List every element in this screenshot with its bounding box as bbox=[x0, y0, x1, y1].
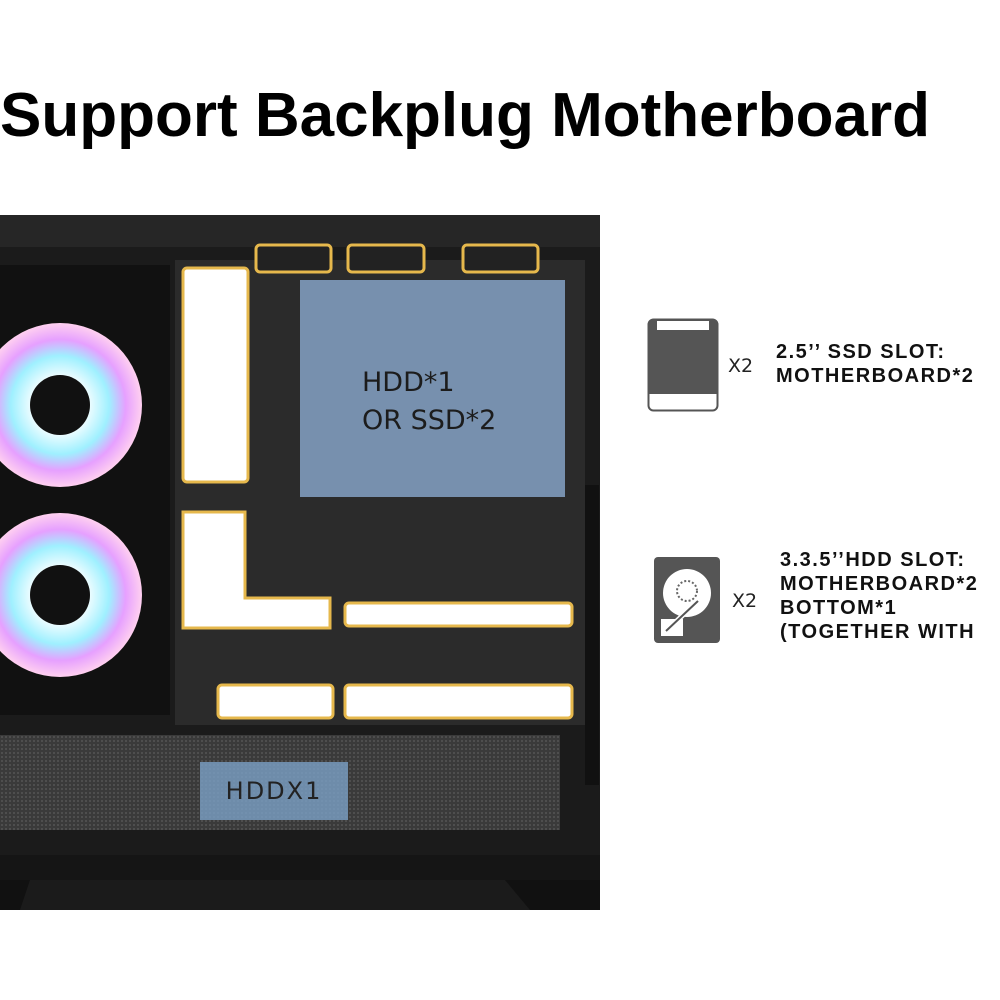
hdd-spec-line: BOTTOM*1 bbox=[780, 597, 898, 619]
ssd-icon bbox=[647, 318, 719, 412]
fan-bottom bbox=[0, 513, 142, 677]
ssd-spec-text: 2.5’’ SSD SLOT: MOTHERBOARD*2 bbox=[776, 340, 974, 388]
hdd-count: X2 bbox=[732, 590, 758, 612]
pc-case-illustration bbox=[0, 215, 600, 910]
fan-top bbox=[0, 323, 142, 487]
page-title: Support Backplug Motherboard bbox=[0, 81, 930, 150]
hdd-spec-line: (TOGETHER WITH bbox=[780, 621, 976, 643]
hdd-spec-line: 3.3.5’’HDD SLOT: bbox=[780, 549, 966, 571]
cable-cutouts bbox=[181, 243, 574, 720]
drive-area-label: HDD*1 OR SSD*2 bbox=[362, 364, 496, 440]
drive-mount-area bbox=[300, 280, 565, 497]
drive-area-line-1: HDD*1 bbox=[362, 367, 455, 398]
hdd-spec-line: MOTHERBOARD*2 bbox=[780, 573, 979, 595]
hdd-icon bbox=[654, 557, 720, 643]
ssd-spec-line: 2.5’’ SSD SLOT: bbox=[776, 341, 946, 363]
bottom-hdd-label: HDDX1 bbox=[200, 762, 348, 820]
ssd-spec-line: MOTHERBOARD*2 bbox=[776, 365, 975, 387]
ssd-count: X2 bbox=[728, 355, 754, 377]
hdd-spec-text: 3.3.5’’HDD SLOT: MOTHERBOARD*2 BOTTOM*1 … bbox=[780, 548, 978, 644]
drive-area-line-2: OR SSD*2 bbox=[362, 405, 497, 436]
